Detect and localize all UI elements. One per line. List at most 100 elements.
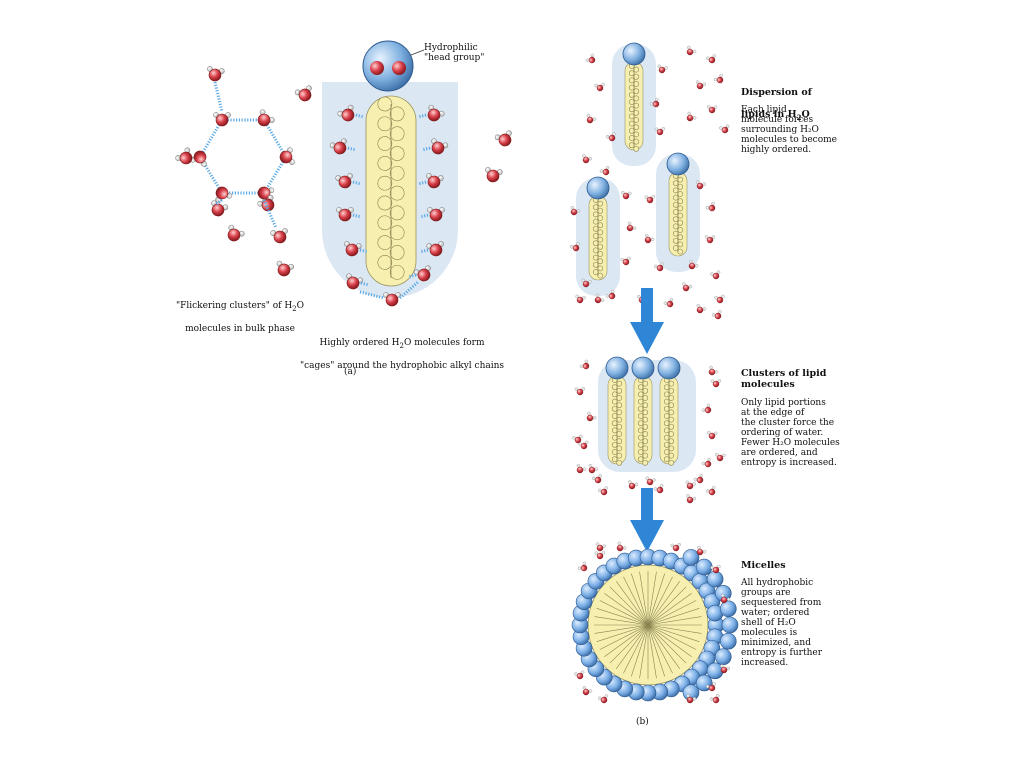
carbon-atom [677, 219, 684, 226]
ordered-cages-label: Highly ordered H2O molecules form "cages… [292, 328, 512, 371]
carbon-atom [611, 434, 618, 441]
carbon-atom [616, 380, 623, 387]
micelle-tail [623, 624, 649, 674]
carbon-atom [637, 456, 644, 463]
carbon-atom [616, 387, 623, 394]
carbon-atom [672, 245, 679, 251]
carbon-atom [672, 209, 679, 215]
water-molecule [683, 45, 698, 58]
carbon-atom [389, 126, 405, 142]
micelle-tail [647, 624, 700, 642]
water-molecule [714, 452, 726, 462]
flickering-clusters-label-text-2: O [296, 301, 305, 311]
head-group [631, 356, 655, 380]
head-group-label: Hydrophilic "head group" [424, 43, 485, 63]
carbon-atom [642, 416, 649, 423]
water-molecule [573, 670, 586, 681]
carbon-atom [663, 405, 670, 412]
water-molecule [693, 303, 707, 316]
micelle-tail [594, 624, 649, 634]
alkyl-tail [637, 377, 649, 466]
water-molecule [583, 113, 597, 126]
micelles-title: Micelles [741, 560, 786, 571]
carbon-atom [377, 255, 393, 270]
carbon-atom [611, 391, 618, 398]
carbon-atom [611, 441, 618, 448]
water-molecule [482, 166, 504, 185]
carbon-atom [611, 427, 618, 434]
micelle-tail [594, 616, 649, 626]
dispersion-title-line2-end: O [801, 109, 810, 120]
carbon-atom [628, 106, 635, 113]
carbon-atom [677, 176, 684, 183]
carbon-atom [668, 459, 675, 466]
carbon-atom [377, 215, 393, 231]
carbon-atom [597, 243, 604, 250]
water-molecule [700, 402, 715, 417]
water-molecule [620, 190, 632, 200]
water-molecule [204, 65, 226, 84]
water-molecule [585, 463, 599, 476]
micelle-tail [647, 624, 702, 634]
carbon-atom [663, 384, 670, 391]
carbon-atom [633, 124, 640, 131]
carbon-atom [642, 452, 649, 459]
head-oxygen [370, 61, 384, 75]
carbon-atom [633, 88, 640, 95]
micelle-tail [647, 624, 665, 677]
head-group [605, 356, 629, 380]
alkyl-tail [611, 377, 623, 466]
water-molecule [597, 485, 611, 497]
carbon-atom [597, 258, 604, 265]
carbon-atom [633, 109, 640, 116]
carbon-atom [611, 398, 618, 405]
micelle-tail [647, 624, 657, 679]
carbon-atom [663, 420, 670, 427]
carbon-atom [597, 265, 604, 272]
carbon-atom [389, 146, 405, 161]
water-molecule [613, 540, 628, 554]
water-molecule [662, 297, 677, 310]
micelle-tail [647, 593, 692, 626]
hydrogen-bond [399, 280, 419, 300]
carbon-atom [377, 156, 393, 171]
carbon-atom [389, 106, 405, 122]
alkyl-tail [663, 377, 675, 466]
water-molecule [625, 479, 639, 491]
carbon-atom [637, 413, 644, 419]
water-molecule [584, 52, 599, 67]
clusters-text: Only lipid portions at the edge of the c… [741, 398, 840, 468]
carbon-atom [377, 116, 393, 132]
water-molecule [594, 550, 606, 560]
alkyl-tail [592, 197, 604, 279]
carbon-atom [597, 215, 604, 221]
head-oxygen [392, 61, 406, 75]
water-molecule [571, 434, 584, 445]
water-molecule [591, 473, 605, 485]
carbon-atom [628, 113, 635, 120]
water-molecule [493, 129, 516, 150]
carbon-atom [677, 205, 684, 212]
carbon-atom [637, 384, 644, 391]
water-molecule [597, 693, 611, 705]
micelle-tail [647, 573, 665, 626]
dispersion-title: Dispersion of lipids in H2O [741, 76, 812, 123]
micelle-tail [647, 586, 687, 626]
water-molecule [212, 111, 232, 127]
carbon-atom [668, 423, 675, 430]
arrow-head [630, 520, 664, 552]
carbon-atom [389, 205, 405, 221]
carbon-atom [663, 427, 670, 434]
carbon-atom [668, 387, 675, 394]
carbon-atom [663, 391, 670, 398]
micelles-text: All hydrophobic groups are sequestered f… [741, 578, 822, 668]
carbon-atom [672, 194, 679, 201]
carbon-atom [633, 66, 640, 73]
carbon-atom [611, 405, 618, 412]
water-molecule [211, 183, 234, 204]
carbon-atom [377, 195, 393, 211]
water-molecule [706, 104, 718, 114]
water-molecule [619, 256, 632, 267]
